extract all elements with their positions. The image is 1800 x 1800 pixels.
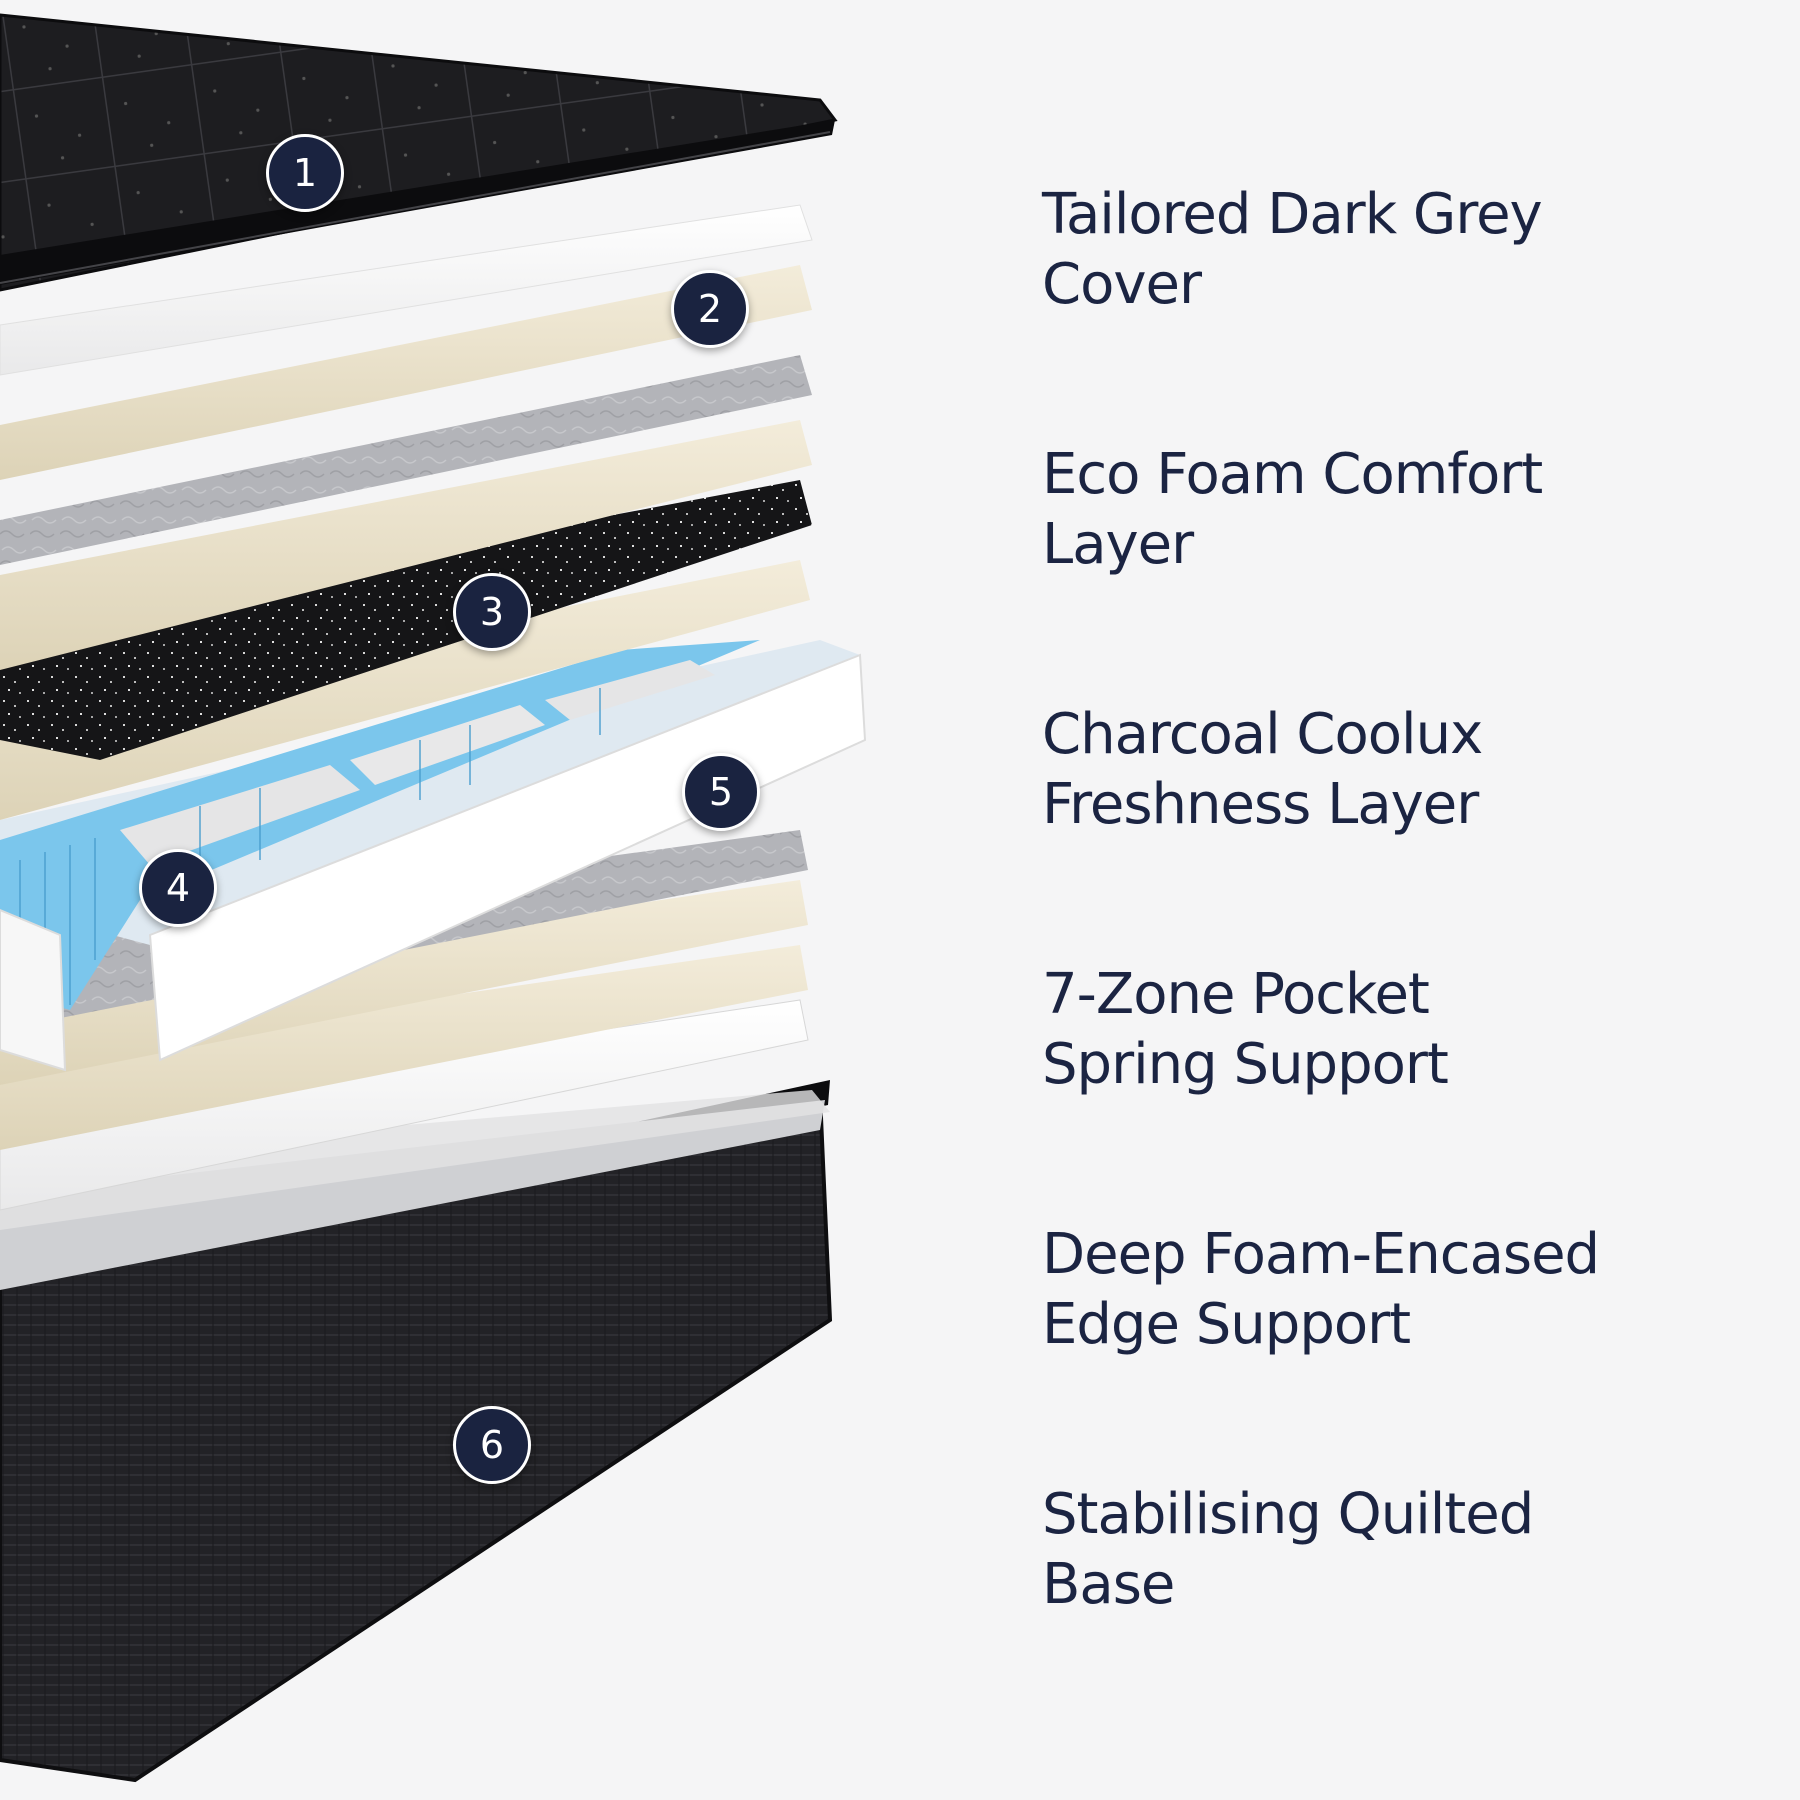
layer-label-6: Stabilising Quilted Base [1042,1482,1534,1617]
layer-labels: Tailored Dark Grey Cover Eco Foam Comfor… [1042,0,1782,1800]
mattress-illustration [0,13,867,1783]
base-layer [0,1080,833,1783]
cream-foam-mid-2 [0,560,810,820]
cream-foam-mid-1 [0,420,812,670]
layer-badge-1: 1 [266,134,344,212]
spring-unit [0,640,867,1072]
cream-foam-upper [0,265,812,480]
layer-label-4: 7-Zone Pocket Spring Support [1042,962,1449,1097]
layer-badge-3: 3 [453,573,531,651]
layer-label-3: Charcoal Coolux Freshness Layer [1042,702,1483,837]
edge-support-left [0,908,67,1072]
layer-label-5: Deep Foam-Encased Edge Support [1042,1222,1600,1357]
cream-foam-lower-2 [0,945,808,1150]
grey-foam-upper [0,355,812,565]
layer-badge-5: 5 [682,753,760,831]
layer-badge-2: 2 [671,270,749,348]
layer-badge-4: 4 [139,849,217,927]
white-foam-upper [0,204,813,376]
layer-label-1: Tailored Dark Grey Cover [1042,182,1543,317]
layer-badge-6: 6 [453,1406,531,1484]
charcoal-layer [0,480,812,760]
edge-support-front [148,653,867,1062]
cover-layer [0,13,838,292]
layer-label-2: Eco Foam Comfort Layer [1042,442,1543,577]
